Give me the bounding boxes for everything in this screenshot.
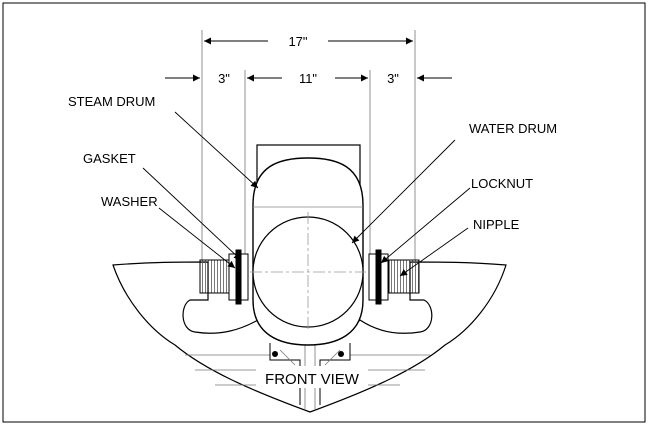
bolt-right: [338, 351, 344, 357]
label-water-drum: WATER DRUM: [469, 121, 557, 136]
dimension-center-text: 11": [299, 71, 317, 86]
left-fittings: [228, 249, 249, 305]
dimension-left-text: 3": [218, 71, 230, 86]
dimension-row: 3" 11" 3": [165, 71, 452, 86]
label-locknut: LOCKNUT: [471, 176, 533, 191]
nipple-left: [199, 259, 231, 294]
nipple-right: [388, 259, 420, 294]
label-nipple: NIPPLE: [473, 217, 520, 232]
label-washer: WASHER: [101, 194, 158, 209]
extension-lines: [201, 30, 416, 260]
leader-lines: [142, 111, 471, 277]
label-steam-drum: STEAM DRUM: [68, 94, 155, 109]
dimension-right-text: 3": [387, 71, 399, 86]
label-gasket: GASKET: [83, 151, 136, 166]
view-title: FRONT VIEW: [265, 371, 360, 388]
bolt-left: [272, 351, 278, 357]
dimension-overall: 17": [204, 34, 413, 49]
right-fittings: [368, 249, 389, 305]
dimension-overall-text: 17": [288, 34, 307, 49]
